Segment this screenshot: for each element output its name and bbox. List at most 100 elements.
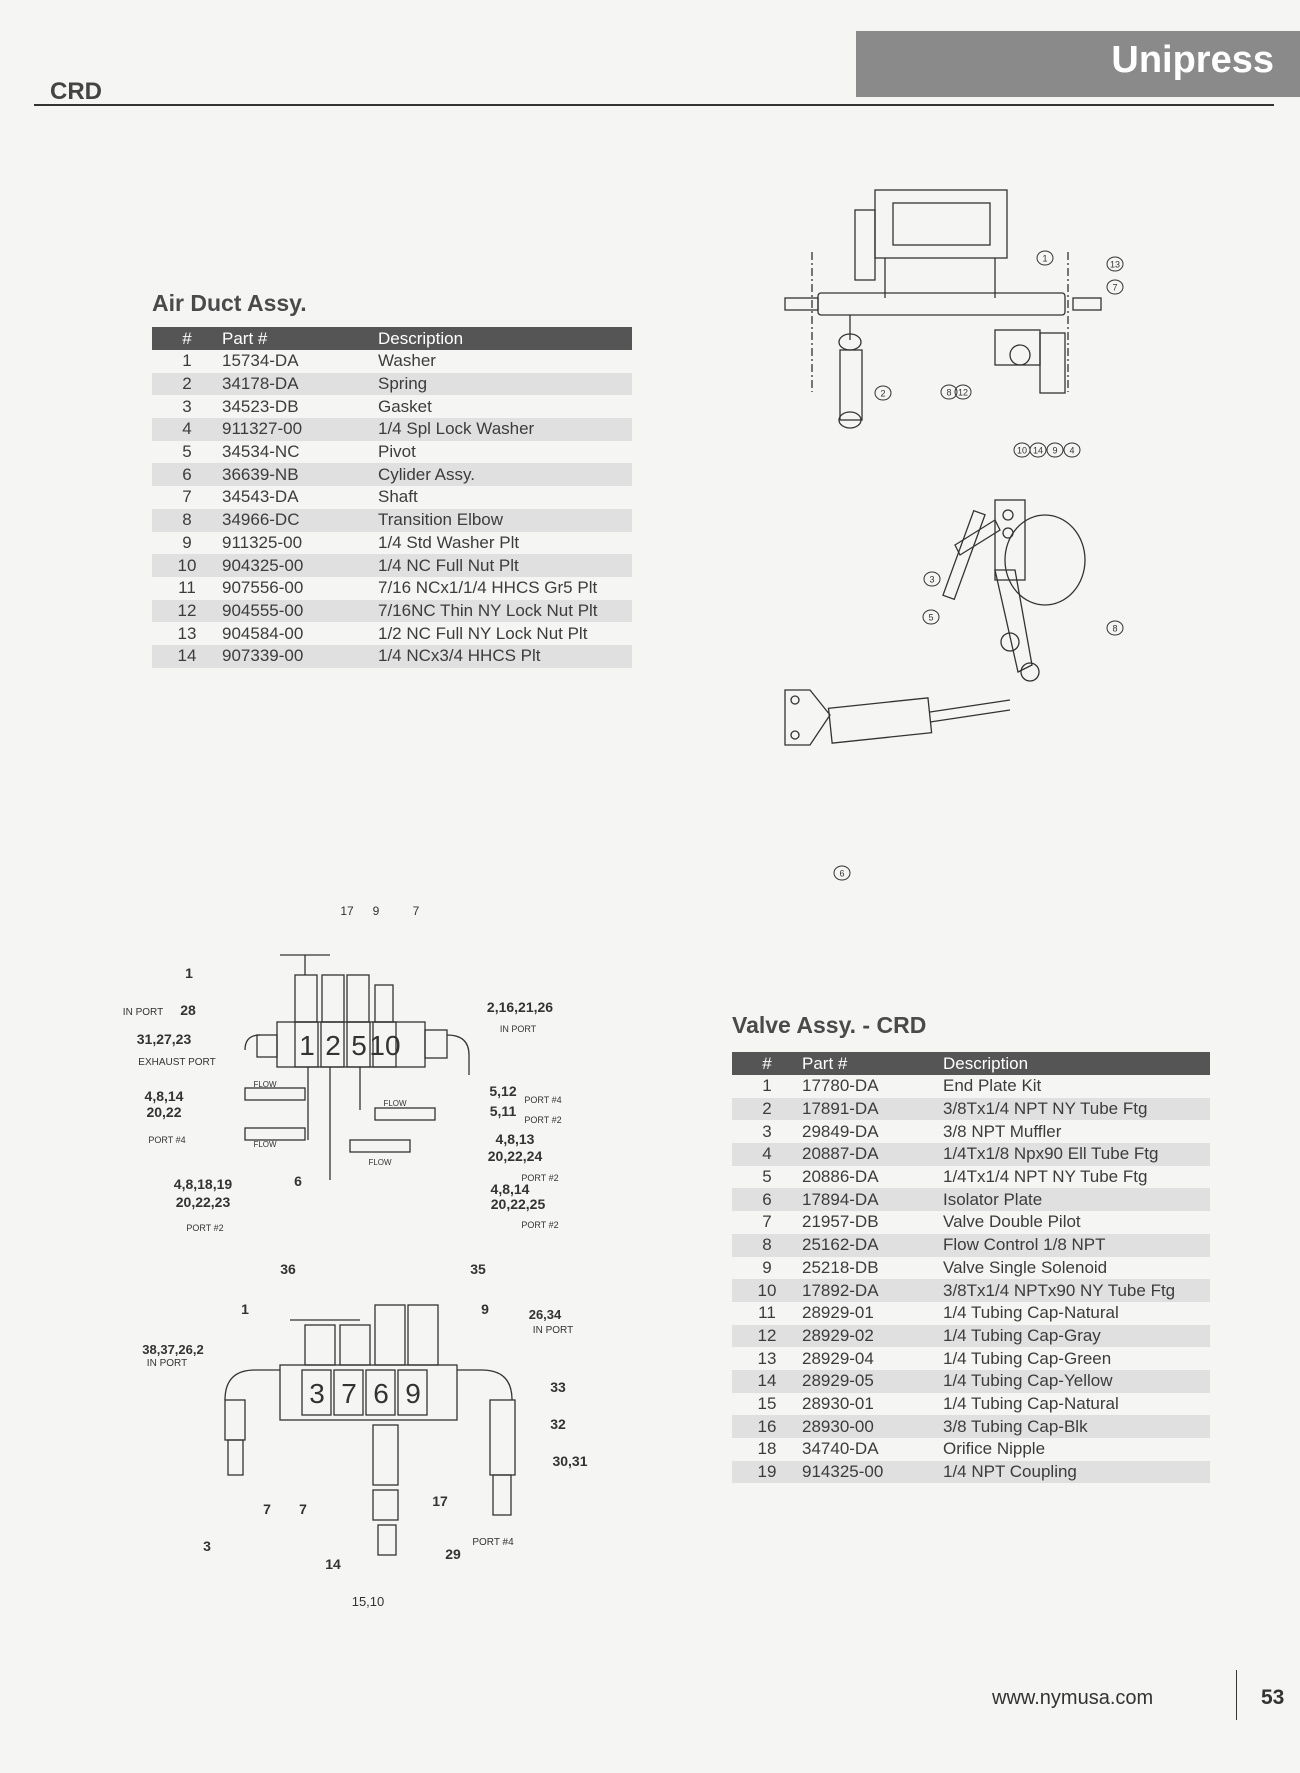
callout-number: 9 <box>1052 446 1057 456</box>
brand-name: Unipress <box>1111 39 1274 81</box>
item-number: 1 <box>762 1076 772 1096</box>
callout-circle <box>874 385 892 401</box>
callout-circle <box>1106 256 1124 272</box>
description: End Plate Kit <box>943 1076 1042 1096</box>
description: 1/4Tx1/4 NPT NY Tube Ftg <box>943 1167 1148 1187</box>
item-number: 6 <box>152 463 222 487</box>
table-header: # Part # Description <box>732 1052 1210 1075</box>
callout-number: 13 <box>1110 260 1120 270</box>
part-number: 28930-01 <box>802 1393 874 1413</box>
website-link[interactable]: www.nymusa.com <box>992 1687 1154 1709</box>
col-number: # <box>732 1052 802 1075</box>
callout-label: 5,11 <box>490 1103 517 1119</box>
callout-circle <box>1046 442 1064 458</box>
item-number: 7 <box>182 487 192 507</box>
callout-number: 3 <box>929 575 934 585</box>
description: 1/4 Std Washer Plt <box>378 532 520 552</box>
callout-label: 26,34 <box>529 1307 562 1322</box>
item-number: 12 <box>152 599 222 623</box>
item-number: 3 <box>762 1121 772 1141</box>
description: 1/4 NPT Coupling <box>943 1460 1210 1484</box>
callout-label: PORT #2 <box>521 1220 558 1230</box>
part-number: 34966-DC <box>222 508 378 532</box>
part-number: 29849-DA <box>802 1121 879 1141</box>
item-number: 15 <box>757 1393 777 1413</box>
part-number: 25162-DA <box>802 1233 943 1257</box>
valve-block <box>333 1369 364 1416</box>
callout-circle <box>923 571 941 587</box>
part-number: 907556-00 <box>222 578 304 598</box>
part-number: 904555-00 <box>222 599 378 623</box>
callout-label: PORT #2 <box>186 1223 223 1233</box>
brand-banner: Unipress <box>856 31 1300 97</box>
air-duct-title: Air Duct Assy. <box>152 290 307 316</box>
part-number: 15734-DA <box>222 351 299 371</box>
valve-block-number: 6 <box>373 1378 389 1409</box>
description: 1/4Tx1/8 Npx90 Ell Tube Ftg <box>943 1143 1210 1166</box>
valve-block <box>346 1021 371 1068</box>
table-header: # Part # Description <box>152 327 632 350</box>
callout-label: 7 <box>299 1501 307 1517</box>
callout-label: 29 <box>445 1546 461 1562</box>
valve-block-number: 7 <box>341 1378 357 1409</box>
callout-label: 9 <box>481 1301 489 1317</box>
callout-label: 9 <box>373 904 380 918</box>
callout-label: IN PORT <box>147 1358 187 1369</box>
part-number: 914325-00 <box>802 1460 943 1484</box>
col-description: Description <box>378 327 632 350</box>
item-number: 5 <box>182 442 192 462</box>
item-number: 10 <box>152 554 222 577</box>
callout-label: 7 <box>413 904 420 918</box>
item-number: 2 <box>152 372 222 396</box>
callout-label: 4,8,14 <box>145 1088 184 1104</box>
part-number: 21957-DB <box>802 1212 879 1232</box>
callout-number: 5 <box>928 613 933 623</box>
part-number: 28929-04 <box>802 1348 874 1368</box>
callout-label: FLOW <box>253 1140 277 1149</box>
callout-label: 38,37,26,2 <box>142 1342 203 1357</box>
callout-label: 4,8,13 <box>496 1131 535 1147</box>
description: 1/4 Tubing Cap-Gray <box>943 1324 1210 1348</box>
part-number: 34543-DA <box>222 487 299 507</box>
description: Cylider Assy. <box>378 463 632 487</box>
part-number: 28929-01 <box>802 1303 874 1323</box>
description: Transition Elbow <box>378 508 632 532</box>
callout-circle <box>1106 620 1124 636</box>
valve-block-number: 9 <box>405 1378 421 1409</box>
callout-label: 36 <box>280 1261 296 1277</box>
callout-circle <box>1029 442 1047 458</box>
part-number: 17891-DA <box>802 1097 943 1121</box>
col-part: Part # <box>222 327 378 350</box>
col-description: Description <box>943 1052 1210 1075</box>
callout-label: 31,27,23 <box>137 1031 192 1047</box>
description: Valve Single Solenoid <box>943 1257 1108 1277</box>
description: Flow Control 1/8 NPT <box>943 1233 1210 1257</box>
callout-label: EXHAUST PORT <box>138 1057 215 1068</box>
part-number: 34178-DA <box>222 372 378 396</box>
callout-circle <box>922 609 940 625</box>
callout-circle <box>954 384 972 400</box>
callout-label: IN PORT <box>533 1325 573 1336</box>
item-number: 14 <box>152 644 222 668</box>
footer-divider <box>1236 1670 1237 1720</box>
